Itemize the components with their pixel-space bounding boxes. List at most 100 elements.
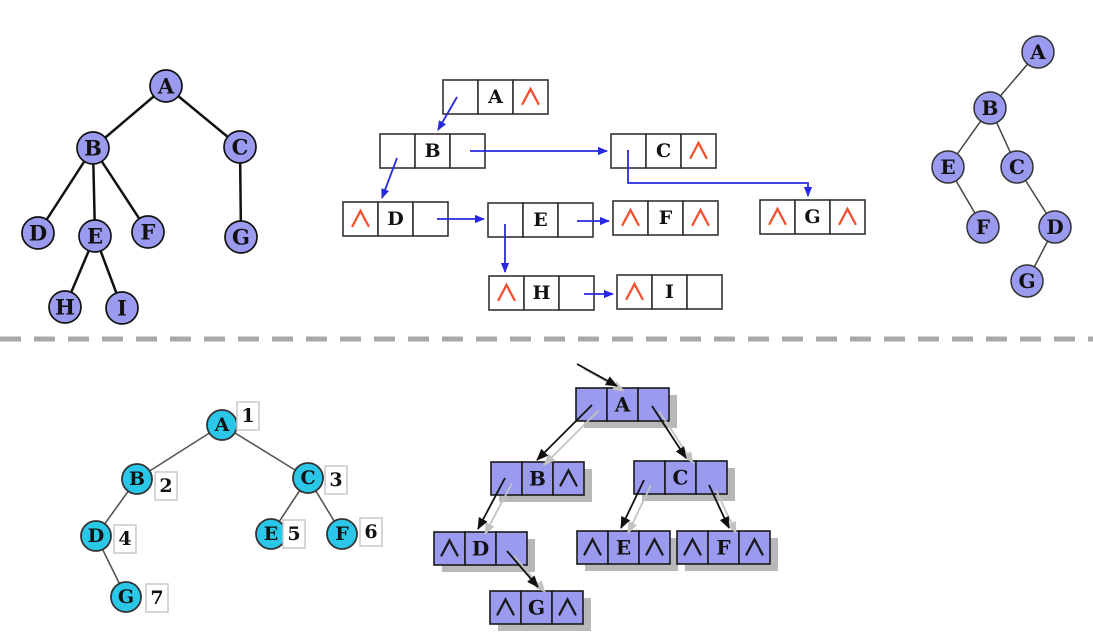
traversal-order-box <box>113 524 137 554</box>
list-node-b: B <box>379 133 486 169</box>
list-node-d: D <box>433 531 528 566</box>
tree-node-c <box>1000 150 1034 184</box>
tree-node-label: G <box>118 586 134 608</box>
list-node-label: A <box>614 393 631 417</box>
null-pointer-icon <box>689 140 708 160</box>
tree-node-d <box>80 520 112 552</box>
null-pointer-icon <box>691 207 710 227</box>
traversal-order-number: 7 <box>150 587 163 609</box>
tree-node-g <box>1010 264 1044 298</box>
list-node-g: G <box>759 199 866 235</box>
list-node-c: C <box>633 460 728 495</box>
sibling-pointer-cell <box>638 530 671 565</box>
pointer-arrow-A-left-B <box>536 404 593 461</box>
sibling-pointer-cell <box>512 79 549 115</box>
sibling-pointer-cell <box>738 530 771 565</box>
tree-node-label: G <box>232 225 250 250</box>
pointer-arrow-C-child-G <box>627 150 813 197</box>
list-node-f: F <box>676 530 771 565</box>
data-cell <box>794 199 831 235</box>
null-pointer-icon <box>583 537 602 556</box>
sibling-pointer-cell <box>682 200 719 236</box>
list-node-label: C <box>673 466 689 490</box>
sibling-pointer-cell <box>551 590 584 625</box>
null-pointer-icon <box>351 208 370 228</box>
list-node-label: E <box>533 209 547 231</box>
list-node-b: B <box>490 461 585 496</box>
list-node-label: A <box>487 86 503 108</box>
traversal-order-box <box>324 465 348 495</box>
list-node-label: F <box>716 536 730 560</box>
data-cell <box>477 79 514 115</box>
child-pointer-cell <box>490 461 523 496</box>
list-node-c: C <box>610 133 717 169</box>
pointer-arrow-A-right-C <box>651 405 687 459</box>
tree-node-label: H <box>55 295 75 320</box>
list-node-label: H <box>533 282 551 304</box>
tree-node-label: I <box>117 296 127 321</box>
list-node-label: F <box>659 207 673 229</box>
tree-node-label: A <box>214 414 230 436</box>
list-node-label: C <box>656 140 671 162</box>
tree-node-e <box>78 219 112 253</box>
tree-node-c <box>292 462 324 494</box>
traversal-order-box <box>145 583 169 613</box>
list-node-h: H <box>488 275 595 311</box>
null-pointer-icon <box>497 282 516 302</box>
tree-node-label: E <box>87 224 103 249</box>
traversal-order-box <box>359 517 383 547</box>
traversal-order-number: 5 <box>287 523 300 545</box>
tree-node-label: C <box>1009 155 1025 179</box>
pointer-arrow-shadow <box>583 368 625 392</box>
data-cell <box>664 460 697 495</box>
sibling-pointer-cell <box>557 202 594 238</box>
null-pointer-icon <box>745 537 764 556</box>
tree-edge <box>221 424 309 479</box>
tree-node-label: A <box>1029 40 1046 64</box>
pointer-arrow-D-right-G <box>506 550 539 588</box>
tree-node-label: D <box>88 525 104 547</box>
null-pointer-icon <box>625 281 644 301</box>
null-pointer-icon <box>496 597 515 616</box>
traversal-order-number: 3 <box>329 469 342 491</box>
list-node-f: F <box>612 200 719 236</box>
pointer-arrow-C-left-E <box>620 479 645 529</box>
tree-node-b <box>973 91 1007 125</box>
tree-node-label: B <box>129 468 145 490</box>
null-pointer-icon <box>683 537 702 556</box>
tree-node-f <box>326 518 358 550</box>
data-cell <box>414 133 451 169</box>
tree-node-label: B <box>84 136 102 161</box>
list-node-e: E <box>576 530 671 565</box>
null-pointer-icon <box>521 86 540 106</box>
pointer-arrow-root-pointer <box>576 363 618 387</box>
traversal-order-number: 6 <box>364 521 377 543</box>
pointer-arrow-shadow <box>513 555 546 593</box>
list-node-a: A <box>575 387 670 422</box>
pointer-arrow-shadow <box>543 409 600 466</box>
null-pointer-icon <box>558 597 577 616</box>
list-node-label: E <box>616 536 631 560</box>
list-node-g: G <box>489 590 584 625</box>
pointer-arrow-shadow <box>627 484 652 534</box>
null-pointer-icon <box>838 206 857 226</box>
tree-node-g <box>110 581 142 613</box>
data-cell <box>607 530 640 565</box>
child-pointer-cell <box>488 275 525 311</box>
traversal-order-number: 2 <box>159 475 172 497</box>
tree-node-a <box>149 69 183 103</box>
pointer-arrow-C-right-F <box>708 484 730 529</box>
list-node-label: B <box>424 140 440 162</box>
sibling-pointer-cell <box>829 199 866 235</box>
traversal-order-number: 4 <box>118 528 131 550</box>
list-node-label: D <box>387 208 403 230</box>
traversal-order-box <box>282 519 306 549</box>
list-node-i: I <box>616 274 723 310</box>
data-cell <box>522 202 559 238</box>
tree-node-i <box>105 291 139 325</box>
list-node-label: D <box>472 537 489 561</box>
tree-node-label: F <box>141 220 156 245</box>
traversal-order-box <box>154 471 178 501</box>
